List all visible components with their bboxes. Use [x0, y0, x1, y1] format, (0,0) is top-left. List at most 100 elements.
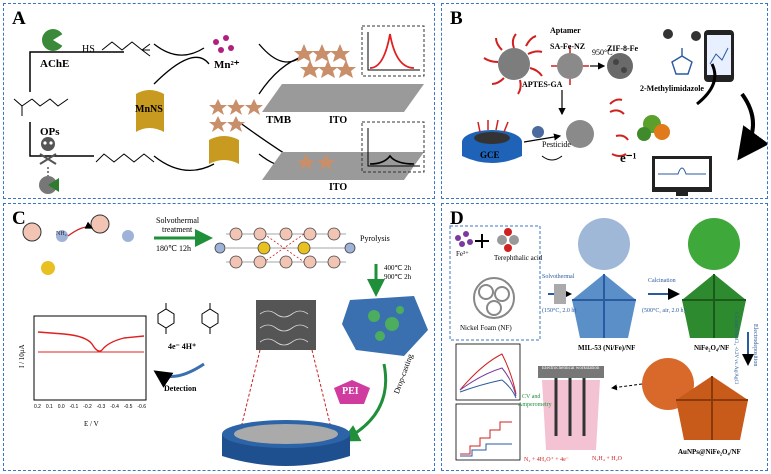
panel-a-label: A: [12, 8, 26, 29]
carbon-flakes: [342, 296, 428, 356]
methylimidazole-label: 2-Methylimidazole: [640, 84, 704, 93]
pei-label: PEI: [342, 386, 359, 397]
xtick: -0.1: [69, 404, 79, 410]
xtick: 0.2: [34, 404, 41, 410]
pesticide-label: Pesticide: [542, 140, 571, 149]
pei-badge: [334, 380, 370, 404]
electrochemical-cell: [538, 366, 604, 450]
gce-electrode: [462, 119, 522, 163]
panel-c-diagram: [22, 214, 428, 466]
ito-electrode-top: [262, 84, 424, 112]
mn-ion-dots: [213, 35, 234, 53]
terephthalic-acid-molecule: [497, 228, 519, 252]
solvothermal-conditions: 180℃ 12h: [156, 244, 191, 253]
ops-label: OPs: [40, 126, 60, 138]
plot-xticks: 0.2 0.1 0.0 -0.1 -0.2 -0.3 -0.4 -0.5 -0.…: [34, 404, 146, 410]
dpv-plot: [33, 315, 147, 401]
tmb-label: TMB: [266, 114, 292, 126]
ito-bottom-label: ITO: [329, 182, 348, 193]
signal-box-high: [361, 25, 425, 77]
fe-label: Fe³⁺: [456, 250, 469, 258]
vegetables-icon: [637, 115, 670, 141]
signal-box-low: [361, 121, 425, 173]
xtick: -0.5: [123, 404, 133, 410]
gce-label: GCE: [480, 150, 500, 160]
inhibited-enzyme-icon: [39, 176, 59, 194]
electrodeposition-label: Electrodeposition: [752, 324, 758, 367]
precursor-box: [449, 225, 541, 341]
calcination-cond: (500°C, air, 2.0 h): [642, 308, 686, 314]
cv-label: CV and: [522, 394, 541, 400]
pyrolysis-label: Pyrolysis: [360, 234, 390, 243]
zif-label: ZIF-8-Fe: [607, 44, 639, 53]
mnns-nanosheet-intact: [209, 136, 239, 164]
precursor-molecule: [22, 214, 134, 275]
hydroquinone-molecules: [157, 303, 219, 334]
cv-plot: [455, 343, 521, 401]
foam-label: Nickel Foam (NF): [460, 324, 512, 332]
nickel-foam-icon: [473, 277, 515, 319]
aptamer-nanoparticle: [483, 33, 543, 95]
modified-electrode: [222, 420, 350, 466]
top-branch-line: [29, 51, 124, 92]
mn-ion-label: Mn²⁺: [214, 59, 240, 71]
xtick: 0.1: [45, 404, 53, 410]
pyrolysis-cond-1: 400℃ 2h: [384, 264, 412, 272]
detection-arrow: [153, 362, 205, 388]
low-signal-curve: [369, 154, 415, 165]
released-aptamers: [609, 98, 629, 157]
aunps-label: AuNPs@NiFe₂O₄/NF: [678, 448, 741, 456]
reaction-2-label: N₂H₄ + H₂O: [592, 456, 622, 462]
smartphone-icon: [704, 30, 734, 82]
autoclave-icon: [554, 284, 566, 304]
panel-c-label: C: [12, 208, 26, 229]
panel-b-label: B: [450, 8, 463, 29]
electrodeposition-cond: 0.5 mM HAuCl₄ -0.2V vs. Ag/AgCl: [733, 312, 738, 385]
ion-dot-1: [663, 29, 673, 39]
nife2o4-label: NiFe₂O₄/NF: [694, 344, 730, 352]
reaction-1-label: N₂ + 4H₂O⁺ + 4e⁻: [524, 457, 569, 463]
skull-icon: [39, 137, 57, 176]
ito-electrode-bottom: [262, 152, 424, 180]
bottom-branch-line: [29, 122, 94, 157]
dpv-curve: [37, 331, 145, 352]
aunps-cage: [642, 358, 748, 440]
calcination-label: Calcination: [648, 278, 676, 284]
pesticide-icon: [532, 126, 544, 138]
aptes-label: APTES-GA: [522, 80, 563, 89]
temp-label: 950°C: [592, 48, 613, 57]
workstation-label: Electrochemical workstation: [542, 366, 600, 371]
mnns-nanosheet: [136, 90, 164, 132]
aptamer-label: Aptamer: [550, 26, 581, 35]
high-signal-curve: [369, 33, 415, 69]
mnns-label: MnNS: [135, 104, 163, 115]
plot-ylabel: I / 10μA: [18, 344, 26, 368]
tmb-stars-top: [294, 44, 356, 78]
electrons-label: 4e⁻ 4H⁺: [168, 342, 197, 351]
xtick: 0.0: [57, 404, 65, 410]
solvothermal-cond-d: (150°C, 2.0 h): [542, 308, 577, 314]
monitor-icon: [652, 156, 712, 196]
drop-casting-arrow: [341, 363, 388, 442]
hs-label: HS: [82, 44, 95, 55]
acid-label: Terephthalic acid: [494, 254, 543, 262]
acetylthiocholine-molecule: [13, 98, 69, 116]
xtick: -0.6: [137, 404, 146, 410]
panel-b-diagram: [462, 29, 767, 196]
ion-dot-2: [691, 31, 701, 41]
ache-label: AChE: [40, 58, 70, 70]
xtick: -0.3: [96, 404, 106, 410]
ito-top-label: ITO: [329, 115, 348, 126]
pyrolysis-cond-2: 900℃ 2h: [384, 273, 412, 281]
sem-micrograph: [256, 300, 316, 350]
plot-xlabel: E / V: [84, 420, 99, 428]
intact-substrate-molecule: [95, 153, 155, 163]
nh2-label: NH₂: [56, 231, 67, 237]
panel-c: C: [3, 203, 435, 471]
methylimidazole-molecule: [671, 48, 693, 75]
solvothermal-label-d: Solvothermal: [542, 274, 575, 280]
tmb-stars-bottom: [297, 154, 335, 170]
detection-label: Detection: [164, 384, 197, 393]
mil53-label: MIL-53 (Ni/Fe)/NF: [578, 344, 636, 352]
xtick: -0.2: [83, 404, 92, 410]
